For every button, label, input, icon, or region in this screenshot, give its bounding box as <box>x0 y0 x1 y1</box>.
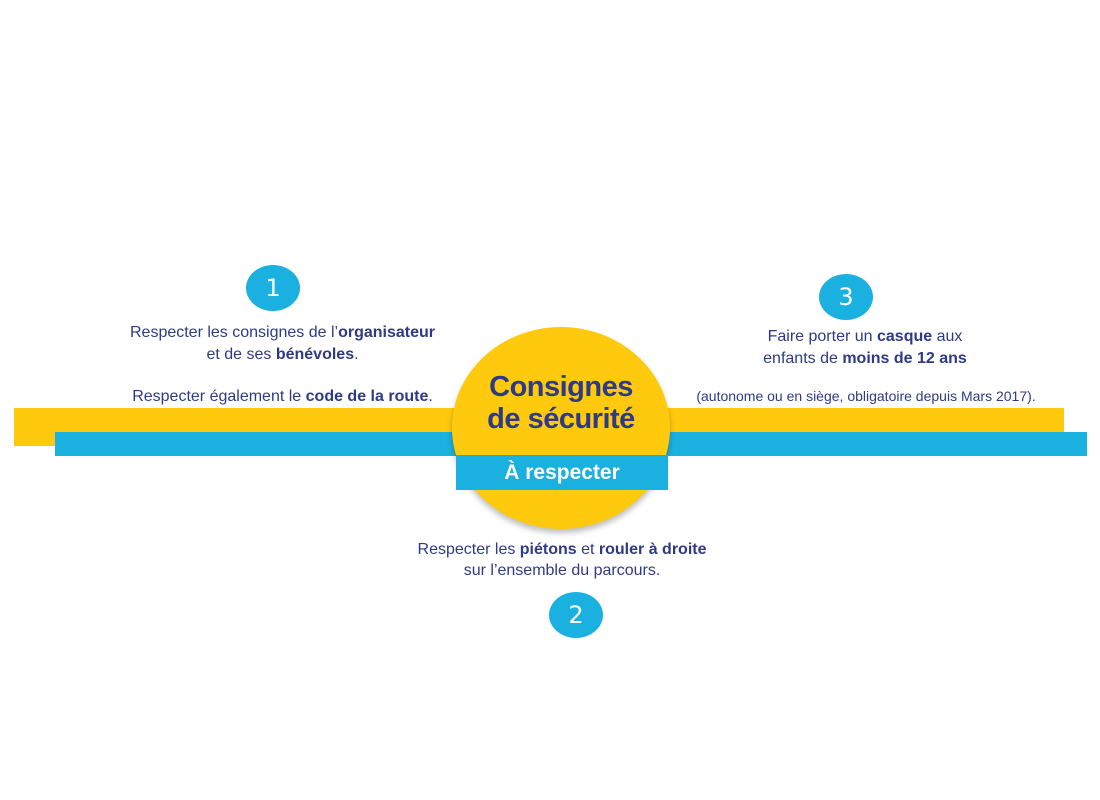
item3-line1-text: Faire porter un <box>767 328 877 345</box>
item1-line1-text: Respecter les consignes de l’ <box>129 324 339 341</box>
center-title: Consignes de sécurité <box>452 371 670 435</box>
item1-line2-bold: bénévoles <box>275 346 355 363</box>
item3-line2-bold: moins de 12 ans <box>842 350 967 367</box>
step-1-badge: 1 <box>246 265 300 311</box>
item1-line3: Respecter également le code de la route. <box>90 386 475 407</box>
center-banner: À respecter <box>456 455 668 490</box>
item1-line1-bold: organisateur <box>338 324 436 341</box>
center-title-line2: de sécurité <box>487 403 635 435</box>
item3-line2-text: enfants de <box>763 350 843 367</box>
item3-note: (autonome ou en siège, obligatoire depui… <box>696 388 1036 404</box>
item2-line1-bold1: piétons <box>519 541 577 558</box>
item1-line3-end: . <box>428 388 433 405</box>
item3-line1-bold: casque <box>877 328 933 345</box>
item2-line1-text: Respecter les <box>417 541 520 558</box>
item2-line1-mid: et <box>576 541 599 558</box>
item1-line1: Respecter les consignes de l’organisateu… <box>90 322 475 343</box>
center-circle <box>452 327 670 529</box>
item1-line2-text: et de ses <box>206 346 276 363</box>
item3-line1-end: aux <box>932 328 963 345</box>
item2-line1-bold2: rouler à droite <box>598 541 707 558</box>
item1-line3-bold: code de la route <box>305 388 429 405</box>
item1-line3-text: Respecter également le <box>132 388 306 405</box>
item2-line2: sur l’ensemble du parcours. <box>463 562 661 579</box>
item1-line2: et de ses bénévoles. <box>90 344 475 365</box>
item1-line2-end: . <box>354 346 359 363</box>
step-2-badge: 2 <box>549 592 603 638</box>
item2-line1: Respecter les piétons et rouler à droite <box>362 539 762 560</box>
item3-line2: enfants de moins de 12 ans <box>700 348 1030 369</box>
item3-line1: Faire porter un casque aux <box>700 326 1030 347</box>
step-3-badge: 3 <box>819 274 873 320</box>
center-title-line1: Consignes <box>489 371 633 403</box>
